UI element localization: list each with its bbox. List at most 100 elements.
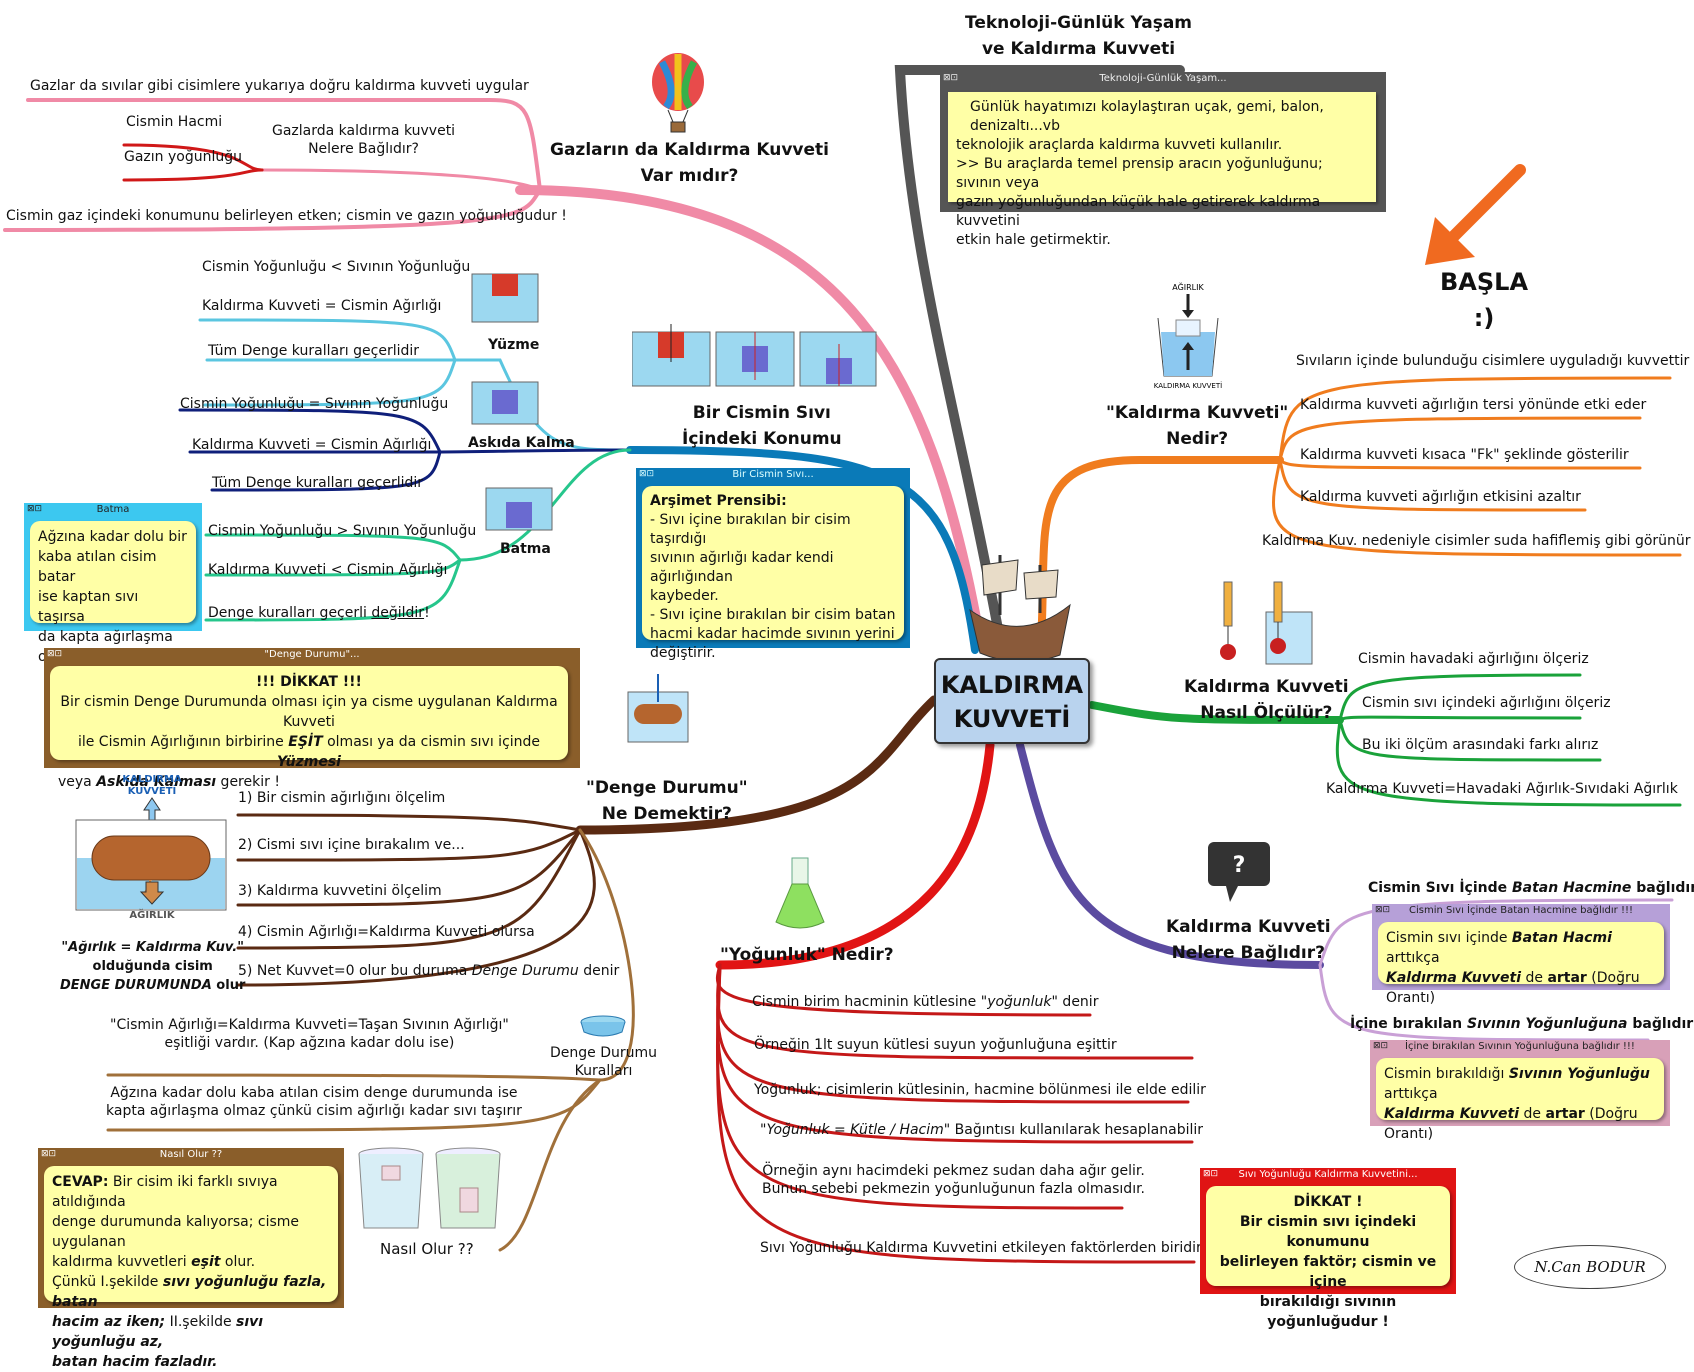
yuzme-item-1: Cismin Yoğunluğu < Sıvının Yoğunluğu bbox=[202, 259, 471, 275]
bag-n1c: arttıkça bbox=[1386, 950, 1440, 966]
note-window-icons[interactable]: ⊠⊡ bbox=[41, 1149, 57, 1159]
note-teknoloji[interactable]: ⊠⊡Teknoloji-Günlük Yaşam... Günlük hayat… bbox=[940, 72, 1386, 248]
note-window-icons[interactable]: ⊠⊡ bbox=[27, 504, 43, 514]
yogunluk-item-6: Sıvı Yoğunluğu Kaldırma Kuvvetini etkile… bbox=[760, 1240, 1205, 1256]
note-dikkat-line2: ile Cismin Ağırlığının birbirine EŞİT ol… bbox=[58, 732, 560, 772]
note-batma-title: Batma bbox=[96, 504, 130, 515]
note-window-icons[interactable]: ⊠⊡ bbox=[639, 469, 655, 479]
note-teknoloji-line2: teknolojik araçlarda kaldırma kuvveti ku… bbox=[956, 137, 1283, 153]
start-arrow-icon bbox=[1425, 164, 1526, 265]
gazlar-sub-item-1: Cismin Hacmi bbox=[126, 114, 223, 130]
note-baglidir-1-line2: Kaldırma Kuvveti de artar (Doğru Orantı) bbox=[1386, 968, 1656, 1008]
yuzme-item-2: Kaldırma Kuvveti = Cismin Ağırlığı bbox=[202, 298, 442, 314]
yogunluk-item-1: Cismin birim hacminin kütlesine "yoğunlu… bbox=[752, 993, 1098, 1011]
bag-n1g: (Doğru Orantı) bbox=[1386, 970, 1640, 1006]
caption-line3b: olur bbox=[211, 978, 246, 993]
askida-item-1: Cismin Yoğunluğu = Sıvının Yoğunluğu bbox=[180, 396, 449, 412]
note-nasil-line3: kaldırma kuvvetleri eşit olur. bbox=[52, 1252, 330, 1272]
baglidir-head-2: İçine bırakılan Sıvının Yoğunluğuna bağl… bbox=[1350, 1015, 1694, 1033]
nedir-item-5: Kaldırma Kuv. nedeniyle cisimler suda ha… bbox=[1262, 533, 1691, 549]
topic-konum-line1: Bir Cismin Sıvı bbox=[692, 403, 831, 423]
bag-n1e: de bbox=[1521, 970, 1548, 986]
note-batma[interactable]: ⊠⊡ Batma Ağzına kadar dolu bir kaba atıla… bbox=[24, 503, 202, 665]
olcum-item-3: Bu iki ölçüm arasındaki farkı alırız bbox=[1362, 737, 1599, 753]
topic-baglidir-line1: Kaldırma Kuvveti bbox=[1166, 917, 1331, 937]
note-window-icons[interactable]: ⊠⊡ bbox=[47, 649, 63, 659]
topic-yogunluk[interactable]: "Yoğunluk" Nedir? bbox=[720, 945, 894, 965]
bag-h2c: bağlıdır !!! bbox=[1632, 1016, 1694, 1032]
note-arsimet-title: Bir Cismin Sıvı... bbox=[732, 469, 814, 480]
bag-n1d: Kaldırma Kuvveti bbox=[1386, 970, 1522, 986]
note-yogunluk-line3: belirleyen faktör; cismin ve içine bbox=[1219, 1254, 1437, 1290]
note-nasil-line6: batan hacim fazladır. bbox=[52, 1354, 218, 1370]
olcum-item-1: Cismin havadaki ağırlığını ölçeriz bbox=[1358, 651, 1589, 667]
dikkat-l2a: ile Cismin Ağırlığının birbirine bbox=[77, 734, 289, 750]
gazlar-sub-topic: Gazlarda kaldırma kuvveti Nelere Bağlıdı… bbox=[272, 122, 455, 158]
note-baglidir-2[interactable]: ⊠⊡ İçine bırakılan Sıvının Yoğunluğuna ba… bbox=[1370, 1040, 1670, 1142]
topic-baglidir-line2: Nelere Bağlıdır? bbox=[1171, 943, 1326, 963]
ship-icon bbox=[969, 555, 1071, 663]
topic-kurallar[interactable]: Denge Durumu Kuralları bbox=[550, 1044, 657, 1080]
nasil-n5a: hacim az iken; bbox=[52, 1314, 166, 1330]
note-baglidir-2-line2: Kaldırma Kuvveti de artar (Doğru Orantı) bbox=[1384, 1104, 1656, 1144]
topic-denge[interactable]: "Denge Durumu" Ne Demektir? bbox=[586, 775, 748, 827]
bag-n2e: de bbox=[1519, 1106, 1546, 1122]
note-window-icons[interactable]: ⊠⊡ bbox=[943, 73, 959, 83]
yogunluk-item-4: "Yoğunluk = Kütle / Hacim" Bağıntısı kul… bbox=[760, 1121, 1203, 1139]
topic-teknoloji-line1: Teknoloji-Günlük Yaşam bbox=[965, 13, 1193, 33]
mind-map-branches bbox=[3, 65, 1682, 1264]
note-baglidir-2-title: İçine bırakılan Sıvının Yoğunluğuna bağl… bbox=[1405, 1041, 1635, 1052]
denge-step-2: 2) Cismi sıvı içine bırakalım ve... bbox=[238, 837, 465, 853]
note-yogunluk-title: Sıvı Yoğunluğu Kaldırma Kuvvetini... bbox=[1238, 1169, 1418, 1180]
note-teknoloji-line5: etkin hale getirmektir. bbox=[956, 232, 1111, 248]
note-window-icons[interactable]: ⊠⊡ bbox=[1373, 1041, 1389, 1051]
bag-n2a: Cismin bırakıldığı bbox=[1384, 1066, 1509, 1082]
note-window-icons[interactable]: ⊠⊡ bbox=[1375, 905, 1391, 915]
note-nasil[interactable]: ⊠⊡Nasıl Olur ?? CEVAP: Bir cisim iki far… bbox=[38, 1148, 344, 1370]
dikkat-l2d: Yüzmesi bbox=[277, 754, 341, 770]
nedir-item-1: Sıvıların içinde bulunduğu cisimlere uyg… bbox=[1296, 353, 1690, 369]
nedir-item-4: Kaldırma kuvveti ağırlığın etkisini azal… bbox=[1300, 489, 1581, 505]
kural-2-line2: kapta ağırlaşma olmaz çünkü cisim ağırlı… bbox=[106, 1103, 522, 1119]
central-topic[interactable]: KALDIRMA KUVVETİ bbox=[934, 658, 1090, 744]
caption-line3a: DENGE DURUMUNDA bbox=[60, 978, 212, 993]
start-smiley: :) bbox=[1473, 304, 1495, 332]
yog-i1b: yoğunluk bbox=[987, 994, 1052, 1010]
fig-kk1: KALDIRMA bbox=[122, 774, 182, 785]
denge-step-4: 4) Cismin Ağırlığı=Kaldırma Kuvveti olur… bbox=[238, 924, 535, 940]
note-dikkat[interactable]: ⊠⊡"Denge Durumu"... !!! DİKKAT !!! Bir c… bbox=[44, 648, 580, 790]
topic-konum[interactable]: Bir Cismin Sıvı İçindeki Konumu bbox=[682, 400, 842, 452]
dikkat-l2c: olması ya da cismin sıvı içinde bbox=[322, 734, 541, 750]
note-baglidir-1[interactable]: ⊠⊡Cismin Sıvı İçinde Batan Hacmine bağlı… bbox=[1372, 904, 1670, 1006]
note-nasil-line4: Çünkü I.şekilde sıvı yoğunluğu fazla, ba… bbox=[52, 1272, 330, 1312]
gazlar-sub-line2: Nelere Bağlıdır? bbox=[308, 141, 419, 157]
note-yogunluk-line4: bırakıldığı sıvının yoğunluğudur ! bbox=[1259, 1294, 1397, 1330]
topic-baglidir[interactable]: Kaldırma Kuvveti Nelere Bağlıdır? bbox=[1166, 914, 1331, 966]
note-window-icons[interactable]: ⊠⊡ bbox=[1203, 1169, 1219, 1179]
small-log-figure bbox=[627, 674, 689, 743]
note-batma-line2: kaba atılan cisim batar bbox=[38, 549, 157, 585]
note-teknoloji-title: Teknoloji-Günlük Yaşam... bbox=[1099, 73, 1227, 84]
note-arsimet-line1: - Sıvı içine bırakılan bir cisim taşırdı… bbox=[650, 512, 851, 547]
nasil-n1b: Bir cisim iki farklı sıvıya atıldığında bbox=[52, 1174, 278, 1210]
central-topic-line1: KALDIRMA bbox=[940, 671, 1084, 699]
kural-2: Ağzına kadar dolu kaba atılan cisim deng… bbox=[106, 1084, 522, 1120]
note-batma-line1: Ağzına kadar dolu bir bbox=[38, 529, 187, 545]
fig-kk2: KUVVETİ bbox=[128, 783, 177, 797]
question-mark-icon: ? bbox=[1208, 842, 1270, 902]
topic-gazlar[interactable]: Gazların da Kaldırma Kuvveti Var mıdır? bbox=[550, 137, 829, 189]
topic-konum-line2: İçindeki Konumu bbox=[682, 429, 842, 449]
topic-teknoloji[interactable]: Teknoloji-Günlük Yaşam ve Kaldırma Kuvve… bbox=[965, 10, 1192, 62]
note-arsimet[interactable]: ⊠⊡Bir Cismin Sıvı... Arşimet Prensibi: -… bbox=[636, 468, 910, 661]
start-text: BAŞLA bbox=[1440, 268, 1529, 296]
note-yogunluk[interactable]: ⊠⊡Sıvı Yoğunluğu Kaldırma Kuvvetini... D… bbox=[1200, 1168, 1456, 1330]
topic-gazlar-line2: Var mıdır? bbox=[640, 166, 739, 186]
topic-nedir[interactable]: "Kaldırma Kuvveti" Nedir? bbox=[1106, 400, 1288, 452]
batma-item-3-b: değildir bbox=[371, 605, 425, 621]
nasil-n3b: eşit bbox=[191, 1254, 221, 1270]
topic-olcum[interactable]: Kaldırma Kuvveti Nasıl Ölçülür? bbox=[1184, 674, 1349, 726]
note-arsimet-line2: sıvının ağırlığı kadar kendi ağırlığında… bbox=[650, 550, 834, 585]
note-batma-line3: ise kaptan sıvı taşırsa bbox=[38, 589, 139, 625]
central-topic-line2: KUVVETİ bbox=[953, 705, 1071, 733]
author-signature: N.Can BODUR bbox=[1514, 1245, 1666, 1289]
